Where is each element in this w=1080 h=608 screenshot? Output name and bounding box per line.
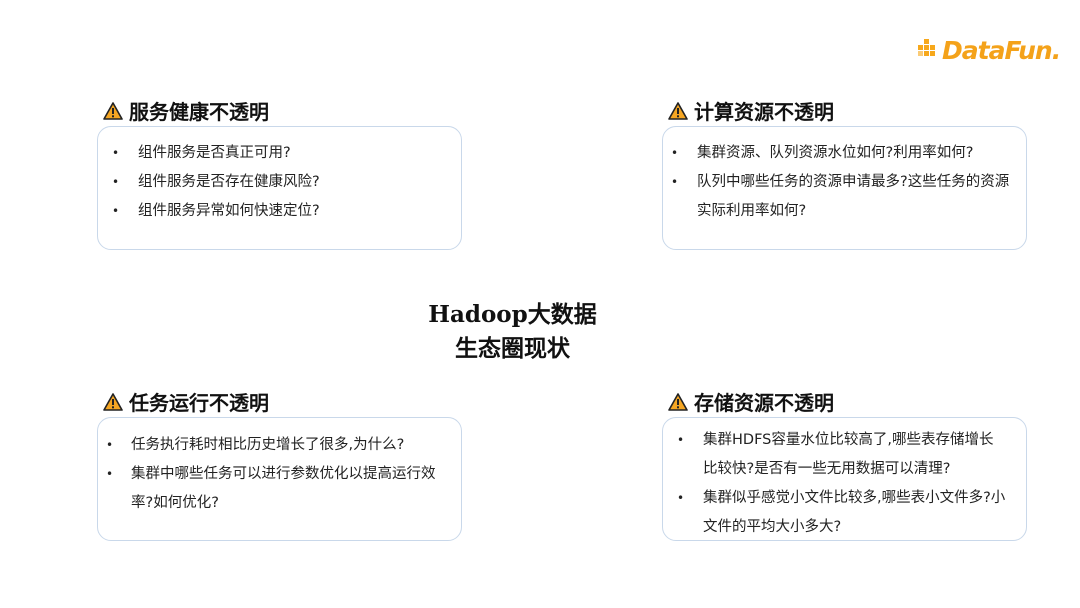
card-list: •任务执行耗时相比历史增长了很多,为什么? •集群中哪些任务可以进行参数优化以提… bbox=[98, 418, 461, 518]
datafun-logo: DataFun. bbox=[918, 30, 1068, 70]
logo-text: DataFun. bbox=[942, 35, 1061, 65]
card-service: •组件服务是否真正可用? •组件服务是否存在健康风险? •组件服务异常如何快速定… bbox=[97, 126, 462, 250]
warning-icon bbox=[103, 101, 123, 120]
list-item: •集群资源、队列资源水位如何?利用率如何? bbox=[671, 145, 974, 161]
list-item: •集群中哪些任务可以进行参数优化以提高运行效率?如何优化? bbox=[106, 466, 436, 511]
list-item: •组件服务是否真正可用? bbox=[112, 145, 291, 161]
list-item: •队列中哪些任务的资源申请最多?这些任务的资源实际利用率如何? bbox=[671, 174, 1010, 219]
logo-dots-icon bbox=[918, 39, 940, 61]
section-title-text: 计算资源不透明 bbox=[694, 100, 834, 124]
center-title-line1: Hadoop大数据 bbox=[428, 301, 597, 328]
card-storage: •集群HDFS容量水位比较高了,哪些表存储增长 比较快?是否有一些无用数据可以清… bbox=[662, 417, 1027, 541]
list-item: •集群似乎感觉小文件比较多,哪些表小文件多?小文件的平均大小多大? bbox=[677, 490, 1006, 535]
warning-icon bbox=[668, 101, 688, 120]
warning-icon bbox=[668, 392, 688, 411]
warning-icon bbox=[103, 392, 123, 411]
card-task: •任务执行耗时相比历史增长了很多,为什么? •集群中哪些任务可以进行参数优化以提… bbox=[97, 417, 462, 541]
card-list: •集群资源、队列资源水位如何?利用率如何? •队列中哪些任务的资源申请最多?这些… bbox=[663, 127, 1026, 226]
card-compute: •集群资源、队列资源水位如何?利用率如何? •队列中哪些任务的资源申请最多?这些… bbox=[662, 126, 1027, 250]
center-title-line2: 生态圈现状 bbox=[455, 335, 570, 362]
list-item: •任务执行耗时相比历史增长了很多,为什么? bbox=[106, 437, 405, 453]
list-item: •组件服务异常如何快速定位? bbox=[112, 203, 320, 219]
section-title-service: 服务健康不透明 bbox=[103, 96, 269, 125]
section-title-text: 服务健康不透明 bbox=[129, 100, 269, 124]
section-title-storage: 存储资源不透明 bbox=[668, 387, 834, 416]
card-list: •集群HDFS容量水位比较高了,哪些表存储增长 比较快?是否有一些无用数据可以清… bbox=[663, 418, 1026, 542]
center-title: Hadoop大数据 生态圈现状 bbox=[390, 298, 635, 366]
card-list: •组件服务是否真正可用? •组件服务是否存在健康风险? •组件服务异常如何快速定… bbox=[98, 127, 461, 226]
section-title-text: 任务运行不透明 bbox=[129, 391, 269, 415]
section-title-compute: 计算资源不透明 bbox=[668, 96, 834, 125]
section-title-text: 存储资源不透明 bbox=[694, 391, 834, 415]
list-item: •组件服务是否存在健康风险? bbox=[112, 174, 320, 190]
list-item: •集群HDFS容量水位比较高了,哪些表存储增长 比较快?是否有一些无用数据可以清… bbox=[677, 432, 994, 477]
section-title-task: 任务运行不透明 bbox=[103, 387, 269, 416]
